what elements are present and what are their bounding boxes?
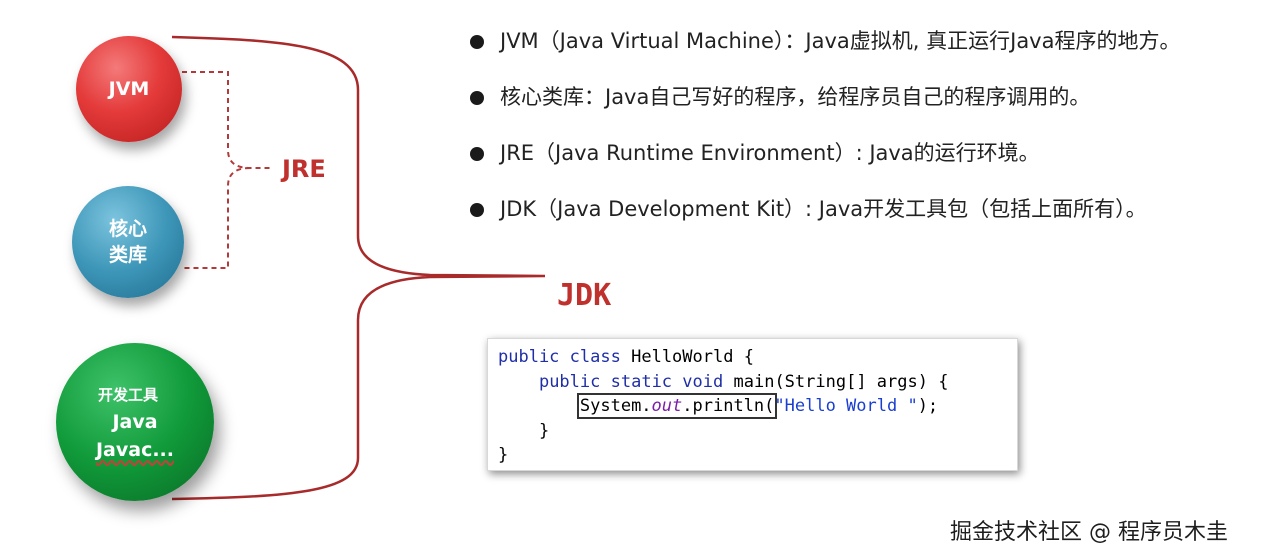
code-keyword: public [538,371,601,392]
code-text: } [498,445,509,466]
bullet-jdk: JDK（Java Development Kit）: Java开发工具包（包括上… [468,194,1180,250]
code-text: .println( [682,396,775,417]
core-library-label-2: 类库 [108,244,147,266]
code-snippet: public class HelloWorld { public static … [487,338,1018,471]
jvm-circle: JVM [76,36,182,142]
code-text: main(String[] args) { [733,371,949,392]
code-text: System. [579,396,652,417]
bullet-core-library: 核心类库：Java自己写好的程序，给程序员自己的程序调用的。 [468,82,1180,138]
definition-list: JVM（Java Virtual Machine）：Java虚拟机, 真正运行J… [468,26,1180,250]
watermark: 掘金技术社区 @ 程序员木圭 [950,520,1228,545]
code-text: } [538,420,550,441]
code-keyword: void [682,371,724,392]
jvm-label: JVM [108,78,150,100]
jre-bracket [182,71,272,269]
jre-label: JRE [282,155,326,183]
dev-tools-circle: 开发工具 Java Javac... [56,343,214,501]
code-text: HelloWorld { [631,347,754,367]
code-keyword: public [498,347,560,367]
core-library-label-1: 核心 [108,218,147,240]
dev-tools-label-3: Javac... [95,438,174,461]
code-keyword: static [610,371,673,392]
bullet-jre: JRE（Java Runtime Environment）: Java的运行环境… [468,138,1180,194]
core-library-circle: 核心 类库 [72,186,184,298]
code-keyword: class [569,347,621,367]
bullet-jvm: JVM（Java Virtual Machine）：Java虚拟机, 真正运行J… [468,26,1180,82]
code-string: "Hello World " [774,396,918,417]
jdk-bracket [171,35,546,501]
code-field: out [651,396,683,417]
dev-tools-label-1: 开发工具 [97,385,158,404]
jdk-label: JDK [557,278,612,313]
dev-tools-label-2: Java [112,410,158,433]
code-text: ); [917,396,939,417]
println-highlight-box: System.out.println( [576,393,778,420]
